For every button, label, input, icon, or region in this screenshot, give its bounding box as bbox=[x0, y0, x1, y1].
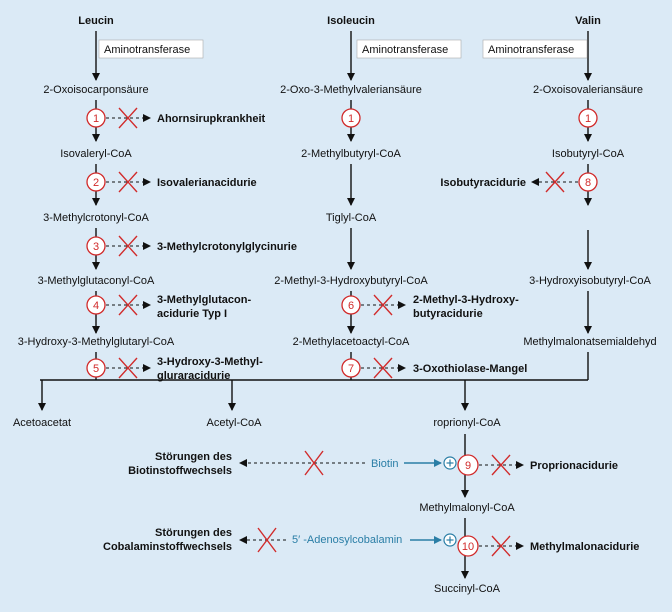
disease-proprionacidurie: Proprionacidurie bbox=[530, 460, 618, 472]
disease-methylmalonacidurie: Methylmalonacidurie bbox=[530, 541, 639, 553]
disease-3-methylglutaconacidurie-line2: acidurie Typ I bbox=[157, 308, 227, 320]
enzyme-defect-1-valin bbox=[578, 108, 598, 128]
enzyme-defect-8 bbox=[578, 172, 598, 192]
disease-hmg-line2: gluraracidurie bbox=[157, 370, 230, 382]
enzyme-label-isoleucin: Aminotransferase bbox=[362, 44, 448, 56]
defect-number-8: 8 bbox=[585, 177, 591, 189]
leucin-title: Leucin bbox=[78, 15, 114, 27]
metabolite-2-methylacetoactyl-coa: 2-Methylacetoactyl-CoA bbox=[293, 336, 410, 348]
isoleucin-title: Isoleucin bbox=[327, 15, 375, 27]
metabolite-3-hydroxyisobutyryl-coa: 3-Hydroxyisobutyryl-CoA bbox=[529, 275, 651, 287]
block-cross-10 bbox=[491, 535, 511, 557]
defect-number-7: 7 bbox=[348, 363, 354, 375]
block-cross-1 bbox=[118, 107, 138, 129]
disease-hmg-line1: 3-Hydroxy-3-Methyl- bbox=[157, 356, 263, 368]
enzyme-defect-6 bbox=[341, 295, 361, 315]
valin-title: Valin bbox=[575, 15, 601, 27]
enzyme-label-leucin: Aminotransferase bbox=[104, 44, 190, 56]
defect-number-10: 10 bbox=[462, 541, 474, 553]
metabolite-2-methylbutyryl-coa: 2-Methylbutyryl-CoA bbox=[301, 148, 401, 160]
disorder-biotin-line1: Störungen des bbox=[155, 451, 232, 463]
block-cross-cobalamin bbox=[257, 527, 277, 553]
block-cross-6 bbox=[373, 294, 393, 316]
enzyme-box-leucin bbox=[98, 39, 204, 59]
defect-number-1: 1 bbox=[93, 113, 99, 125]
enzyme-defect-10 bbox=[457, 535, 479, 557]
product-acetoacetat: Acetoacetat bbox=[13, 417, 71, 429]
disease-2-methyl-3-hydroxy-line1: 2-Methyl-3-Hydroxy- bbox=[413, 294, 519, 306]
defect-number-6: 6 bbox=[348, 300, 354, 312]
block-cross-3 bbox=[118, 235, 138, 257]
enzyme-box-valin bbox=[482, 39, 588, 59]
metabolite-3-methylcrotonyl-coa: 3-Methylcrotonyl-CoA bbox=[43, 212, 149, 224]
disease-isobutyracidurie: Isobutyracidurie bbox=[440, 177, 526, 189]
disease-2-methyl-3-hydroxy-line2: butyracidurie bbox=[413, 308, 483, 320]
metabolite-isobutyryl-coa: Isobutyryl-CoA bbox=[552, 148, 625, 160]
enzyme-defect-1-isoleucin bbox=[341, 108, 361, 128]
block-cross-7 bbox=[373, 357, 393, 379]
metabolite-3-methylglutaconyl-coa: 3-Methylglutaconyl-CoA bbox=[38, 275, 155, 287]
cofactor-biotin: Biotin bbox=[371, 458, 399, 470]
defect-number-1-isoleucin: 1 bbox=[348, 113, 354, 125]
disease-ahornsirupkrankheit: Ahornsirupkrankheit bbox=[157, 113, 266, 125]
block-cross-8 bbox=[545, 171, 565, 193]
disease-3-oxothiolase-mangel: 3-Oxothiolase-Mangel bbox=[413, 363, 527, 375]
block-cross-9 bbox=[491, 454, 511, 476]
disease-isovalerianacidurie: Isovalerianacidurie bbox=[157, 177, 257, 189]
product-methylmalonyl-coa: Methylmalonyl-CoA bbox=[419, 502, 515, 514]
block-cross-4 bbox=[118, 294, 138, 316]
metabolite-isovaleryl-coa: Isovaleryl-CoA bbox=[60, 148, 132, 160]
metabolite-3-hydroxy-3-methylglutaryl-coa: 3-Hydroxy-3-Methylglutaryl-CoA bbox=[18, 336, 175, 348]
block-cross-biotin bbox=[304, 450, 324, 476]
disease-3-methylcrotonylglycinurie: 3-Methylcrotonylglycinurie bbox=[157, 241, 297, 253]
enzyme-defect-1-leucin bbox=[86, 108, 106, 128]
defect-number-2: 2 bbox=[93, 177, 99, 189]
enzyme-defect-2 bbox=[86, 172, 106, 192]
block-cross-5 bbox=[118, 357, 138, 379]
enzyme-defect-4 bbox=[86, 295, 106, 315]
enzyme-label-valin: Aminotransferase bbox=[488, 44, 574, 56]
defect-number-5: 5 bbox=[93, 363, 99, 375]
product-propionyl-coa: roprionyl-CoA bbox=[433, 417, 501, 429]
metabolite-2-oxoisovaleriansaeure: 2-Oxoisovaleriansäure bbox=[533, 84, 643, 96]
metabolite-2-methyl-3-hydroxybutyryl-coa: 2-Methyl-3-Hydroxybutyryl-CoA bbox=[274, 275, 428, 287]
disorder-cobalamin-line2: Cobalaminstoffwechsels bbox=[103, 541, 232, 553]
plus-icon-cobalamin bbox=[446, 536, 454, 544]
defect-number-1-valin: 1 bbox=[585, 113, 591, 125]
metabolite-2-oxoisocarponsaeure: 2-Oxoisocarponsäure bbox=[43, 84, 148, 96]
metabolite-methylmalonatsemialdehyd: Methylmalonatsemialdehyd bbox=[523, 336, 656, 348]
metabolite-tiglyl-coa: Tiglyl-CoA bbox=[326, 212, 377, 224]
enzyme-defect-9 bbox=[457, 454, 479, 476]
disease-3-methylglutaconacidurie-line1: 3-Methylglutacon- bbox=[157, 294, 251, 306]
product-succinyl-coa: Succinyl-CoA bbox=[434, 583, 501, 595]
defect-number-3: 3 bbox=[93, 241, 99, 253]
enzyme-defect-3 bbox=[86, 236, 106, 256]
cofactor-adenosylcobalamin: 5′ -Adenosylcobalamin bbox=[292, 534, 402, 546]
metabolite-2-oxo-3-methylvaleriansaeure: 2-Oxo-3-Methylvaleriansäure bbox=[280, 84, 422, 96]
enzyme-defect-7 bbox=[341, 358, 361, 378]
product-acetyl-coa: Acetyl-CoA bbox=[206, 417, 262, 429]
block-cross-2 bbox=[118, 171, 138, 193]
enzyme-box-isoleucin bbox=[356, 39, 462, 59]
defect-number-9: 9 bbox=[465, 460, 471, 472]
plus-icon-biotin bbox=[446, 459, 454, 467]
disorder-biotin-line2: Biotinstoffwechsels bbox=[128, 465, 232, 477]
disorder-cobalamin-line1: Störungen des bbox=[155, 527, 232, 539]
defect-number-4: 4 bbox=[93, 300, 99, 312]
enzyme-defect-5 bbox=[86, 358, 106, 378]
